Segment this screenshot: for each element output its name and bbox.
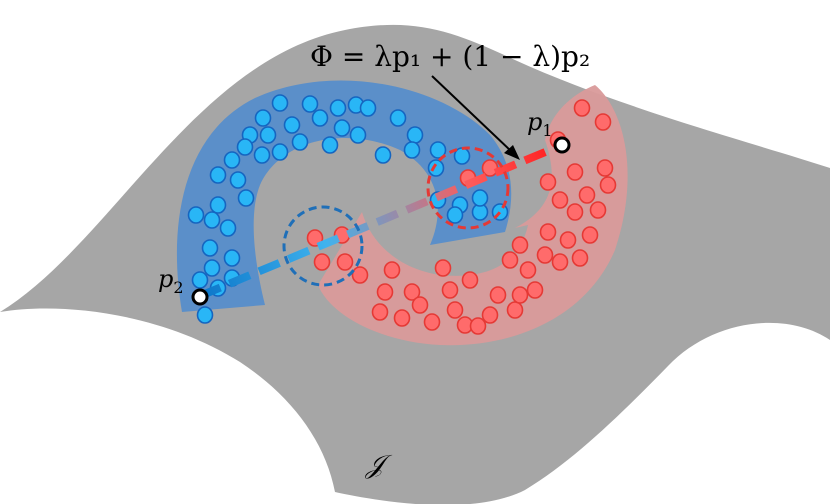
interpolation-line	[198, 141, 564, 300]
red-dot-1	[573, 99, 591, 117]
red-dot-28	[336, 253, 354, 271]
red-dot-37	[423, 313, 441, 331]
blue-dot-12	[389, 109, 407, 127]
red-dot-26	[376, 283, 394, 301]
red-dot-35	[481, 306, 499, 324]
blue-dot-21	[253, 146, 271, 164]
red-dot-39	[371, 303, 389, 321]
red-dot-13	[559, 231, 577, 249]
blue-dot-42	[446, 206, 464, 224]
blue-dot-2	[301, 95, 319, 113]
blue-dot-25	[229, 171, 247, 189]
red-dot-41	[469, 317, 487, 335]
red-dot-27	[351, 266, 369, 284]
arrow-head	[504, 145, 520, 160]
blue-dot-22	[236, 138, 254, 156]
red-dot-9	[551, 191, 569, 209]
blue-dot-5	[359, 99, 377, 117]
blue-dot-24	[209, 166, 227, 184]
blue-dot-13	[406, 126, 424, 144]
red-dot-6	[539, 173, 557, 191]
red-dot-43	[511, 286, 529, 304]
red-dot-42	[434, 259, 452, 277]
red-dot-17	[501, 251, 519, 269]
blue-dot-37	[196, 306, 214, 324]
red-dot-33	[411, 296, 429, 314]
blue-dot-20	[271, 143, 289, 161]
red-dot-5	[566, 163, 584, 181]
red-region	[318, 85, 628, 346]
blue-dot-19	[291, 133, 309, 151]
red-dot-21	[526, 281, 544, 299]
blue-dot-3	[329, 99, 347, 117]
red-dot-22	[489, 286, 507, 304]
p1-label: p1	[527, 108, 553, 140]
blue-dot-6	[254, 109, 272, 127]
blue-dot-23	[223, 151, 241, 169]
blue-dashed-circle	[282, 205, 364, 287]
red-dashed-circle	[426, 146, 510, 230]
red-dot-11	[589, 201, 607, 219]
red-dot-32	[383, 261, 401, 279]
red-dot-8	[599, 176, 617, 194]
formula-arrow	[431, 75, 513, 153]
blue-dot-33	[203, 259, 221, 277]
blue-dot-43	[471, 189, 489, 207]
blue-dot-32	[223, 249, 241, 267]
red-dot-12	[581, 226, 599, 244]
blue-dot-14	[429, 141, 447, 159]
blue-dot-11	[259, 126, 277, 144]
red-dot-36	[506, 301, 524, 319]
red-dot-30	[306, 229, 324, 247]
blue-dot-29	[203, 211, 221, 229]
blue-dot-45	[403, 141, 421, 159]
blue-dot-1	[271, 94, 289, 112]
red-dot-23	[461, 271, 479, 289]
red-dot-2	[594, 113, 612, 131]
red-dot-29	[313, 253, 331, 271]
blue-dot-7	[283, 116, 301, 134]
red-dot-24	[441, 281, 459, 299]
blue-dot-28	[187, 206, 205, 224]
blue-dots	[187, 94, 509, 324]
red-dots	[306, 99, 617, 335]
blue-dot-44	[427, 159, 445, 177]
blue-dot-27	[209, 196, 227, 214]
red-dot-15	[536, 246, 554, 264]
formula-label: Φ = λp₁ + (1 − λ)p₂	[310, 40, 590, 73]
red-dot-38	[393, 309, 411, 327]
p2-label: p2	[158, 265, 184, 297]
red-dot-19	[551, 253, 569, 271]
blue-dot-18	[321, 136, 339, 154]
p1-point	[553, 136, 571, 154]
red-dot-34	[446, 301, 464, 319]
blue-dot-31	[201, 239, 219, 257]
blue-dot-8	[311, 109, 329, 127]
red-dot-20	[571, 249, 589, 267]
blue-dot-30	[219, 219, 237, 237]
red-dot-14	[539, 223, 557, 241]
blue-dot-35	[191, 271, 209, 289]
red-dot-25	[403, 283, 421, 301]
p2-point	[191, 288, 209, 306]
red-dot-16	[511, 236, 529, 254]
red-dot-7	[578, 186, 596, 204]
red-dot-10	[566, 203, 584, 221]
blue-dot-26	[237, 189, 255, 207]
red-dot-18	[519, 261, 537, 279]
blue-dot-16	[374, 146, 392, 164]
blue-dot-9	[333, 119, 351, 137]
blue-dot-17	[349, 126, 367, 144]
red-dot-4	[596, 159, 614, 177]
